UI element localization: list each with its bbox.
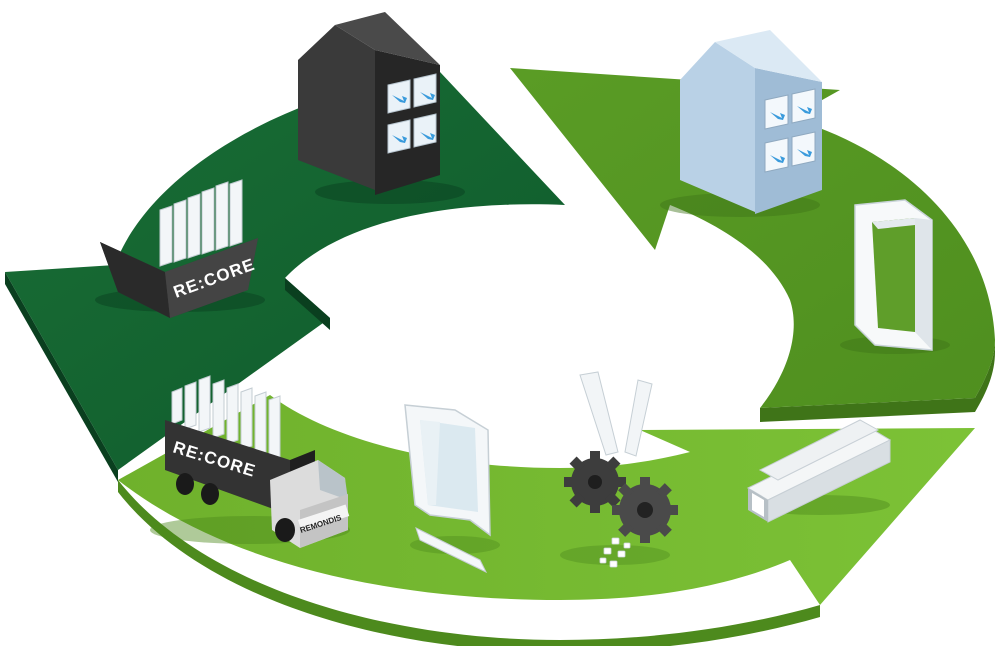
arrow-bottom-body: [118, 395, 975, 605]
light-building-icon: [660, 30, 822, 217]
arrow-right-side: [760, 340, 995, 422]
truck-icon: REMONDIS RE:CORE: [150, 375, 350, 548]
arrow-top-left-side: [5, 272, 118, 482]
gears-icon: [560, 371, 678, 568]
window-frame-icon: [840, 199, 950, 354]
arrow-bottom: [118, 395, 975, 646]
arrow-top-left-edge: [285, 278, 330, 330]
skip-container-icon: RE:CORE: [95, 179, 265, 318]
profiles-icon: [746, 419, 892, 523]
dark-building-icon: [298, 12, 465, 204]
broken-window-icon: [404, 404, 500, 574]
arrow-bottom-side: [118, 480, 820, 646]
